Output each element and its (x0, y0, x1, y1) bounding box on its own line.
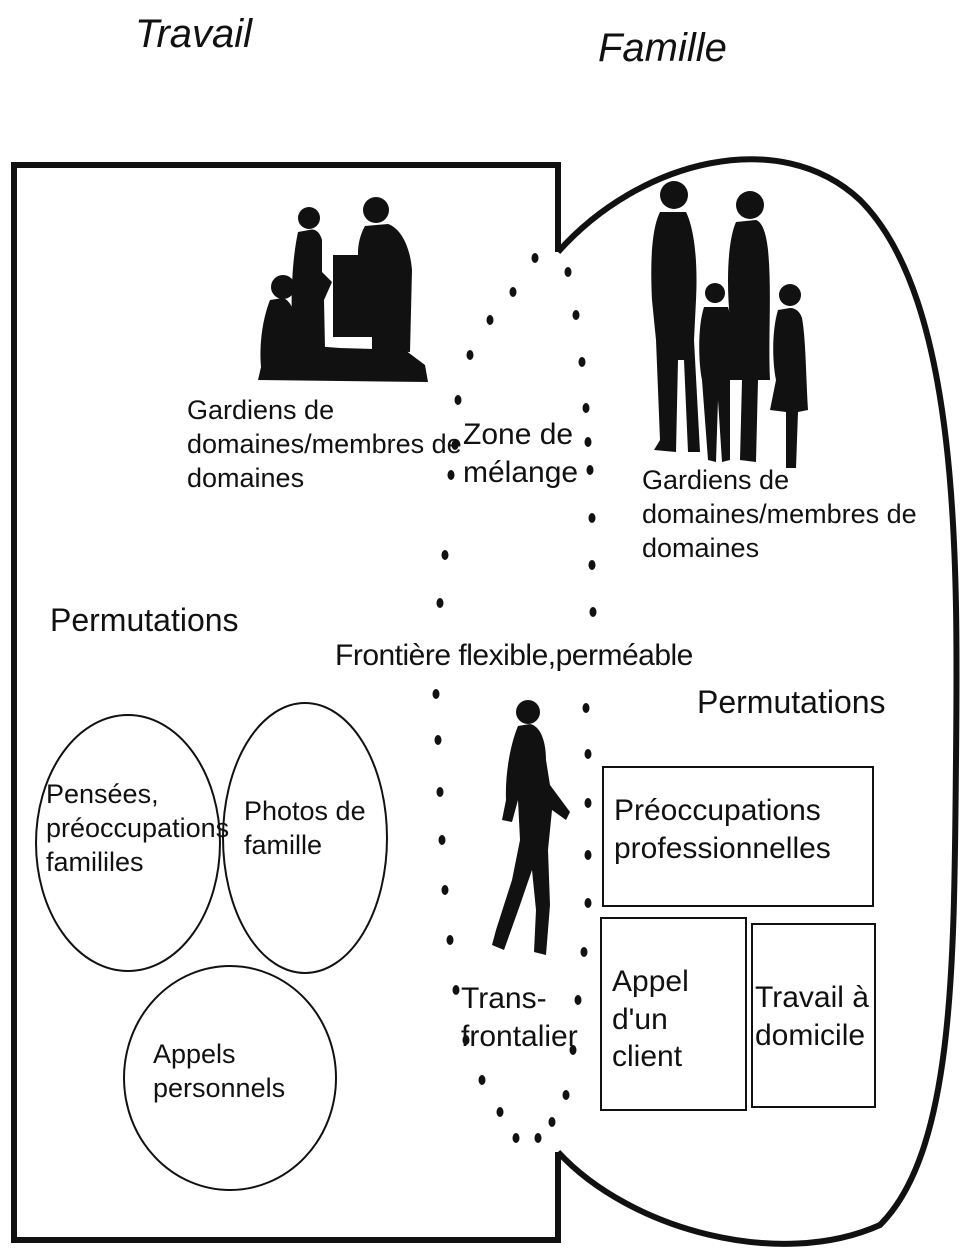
item-line: professionnelles (614, 831, 831, 865)
boundary-label: Frontière flexible,perméable (335, 639, 693, 672)
work-keepers-line-3: domaines (187, 462, 305, 493)
work-domain-frame (11, 162, 561, 1243)
item-line: préoccupations (46, 812, 230, 843)
family-keepers-line-1: Gardiens de (642, 465, 790, 495)
work-keepers-line-1: Gardiens de (187, 395, 335, 425)
family-keepers-label: Gardiens de domaines/membres de domaines (642, 464, 917, 565)
work-item-family-thoughts: Pensées, préoccupations famililes (46, 778, 229, 879)
family-title: Famille (598, 26, 727, 70)
walking-person-icon (492, 700, 570, 955)
border-crosser-label: Trans- frontalier (461, 980, 578, 1055)
circle-family-photos (222, 702, 388, 974)
item-line: Préoccupations (614, 794, 821, 827)
item-line: client (612, 1040, 683, 1073)
dotted-boundary (432, 253, 597, 1143)
item-line: personnels (153, 1072, 286, 1103)
circle-family-thoughts (35, 714, 221, 972)
box-client-call: Appel d'un client (600, 917, 747, 1111)
item-line: famille (244, 829, 323, 860)
zone-line: mélange (463, 455, 579, 489)
item-line: Pensées, (46, 779, 159, 809)
circle-personal-calls (123, 965, 337, 1191)
family-silhouette-icon (651, 181, 808, 468)
item-line: famililes (46, 846, 144, 877)
work-title: Travail (135, 12, 253, 56)
crosser-line: Trans- (461, 982, 547, 1015)
item-line: Appel (612, 965, 689, 998)
office-workers-silhouette-icon (258, 197, 428, 382)
item-line: d'un (612, 1002, 668, 1036)
family-keepers-line-3: domaines (642, 532, 760, 563)
item-line: Travail à (755, 981, 869, 1014)
work-keepers-label: Gardiens de domaines/membres de domaines (187, 394, 462, 495)
box-home-work-text: Travail à domicile (755, 979, 869, 1054)
box-work-concerns: Préoccupations professionnelles (602, 766, 874, 907)
item-line: Appels (153, 1039, 236, 1069)
box-work-concerns-text: Préoccupations professionnelles (614, 792, 831, 867)
mixing-zone-label: Zone de mélange (463, 416, 578, 491)
work-item-personal-calls: Appels personnels (153, 1038, 285, 1106)
item-line: Photos de (244, 796, 366, 826)
crosser-line: frontalier (461, 1019, 578, 1053)
family-permutations-label: Permutations (697, 684, 886, 720)
box-client-call-text: Appel d'un client (612, 963, 689, 1076)
family-keepers-line-2: domaines/membres de (642, 498, 917, 529)
item-line: domicile (755, 1018, 866, 1052)
work-keepers-line-2: domaines/membres de (187, 428, 462, 459)
work-permutations-label: Permutations (50, 602, 239, 638)
work-item-family-photos: Photos de famille (244, 795, 366, 863)
family-domain-frame (555, 156, 960, 1247)
box-home-work: Travail à domicile (751, 923, 876, 1108)
zone-line: Zone de (463, 418, 574, 451)
